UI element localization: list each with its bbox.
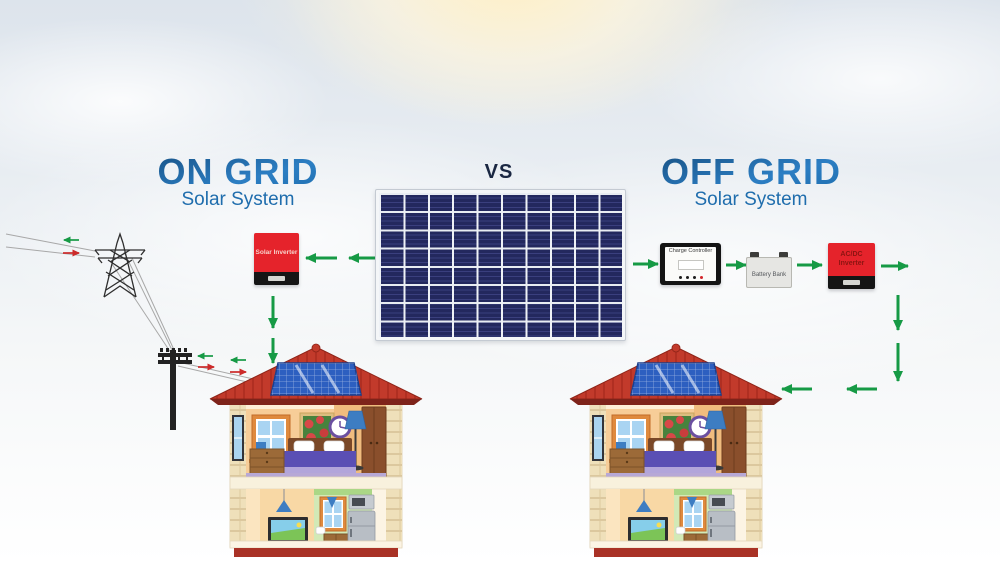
off-grid-subtitle: Solar System [694,189,808,210]
solar-inverter-footer [254,272,299,285]
versus-label: VS [484,161,514,183]
charge-controller-display [677,260,704,270]
battery-bank-label: Battery Bank [751,272,787,278]
grid-connection [5,231,263,430]
model-badge [843,280,860,285]
export-flow-arrows [63,236,246,364]
battery-bank: Battery Bank [746,252,792,288]
acdc-inverter-label: AC/DC Inverter [828,243,875,276]
indicator-dot [678,276,682,279]
on-grid-subtitle: Solar System [181,189,295,210]
utility-pole-icon [158,348,192,430]
indicator-dot [685,276,689,279]
acdc-inverter: AC/DC Inverter [828,243,875,289]
battery-terminal [779,252,788,258]
battery-terminal [750,252,759,258]
transmission-tower-icon [94,231,146,298]
charge-controller-label: Charge Controller [668,248,713,254]
power-lines [5,233,263,386]
on-grid-title: ON GRID [128,151,348,193]
indicator-dot-red [699,276,703,279]
charge-controller: Charge Controller [660,243,721,285]
import-flow-arrows [63,249,247,376]
energy-flow-arrows [268,253,909,394]
charge-controller-indicators [678,276,703,279]
indicator-dot [692,276,696,279]
charge-controller-face: Charge Controller [665,247,716,281]
solar-inverter: Solar Inverter [254,233,299,285]
solar-cells [379,193,622,337]
off-grid-house [568,342,784,559]
solar-inverter-label: Solar Inverter [254,233,299,272]
battery-body: Battery Bank [746,257,792,288]
model-badge [268,276,285,281]
solar-panel-array [375,189,626,341]
acdc-inverter-footer [828,276,875,289]
off-grid-title: OFF GRID [641,151,861,193]
